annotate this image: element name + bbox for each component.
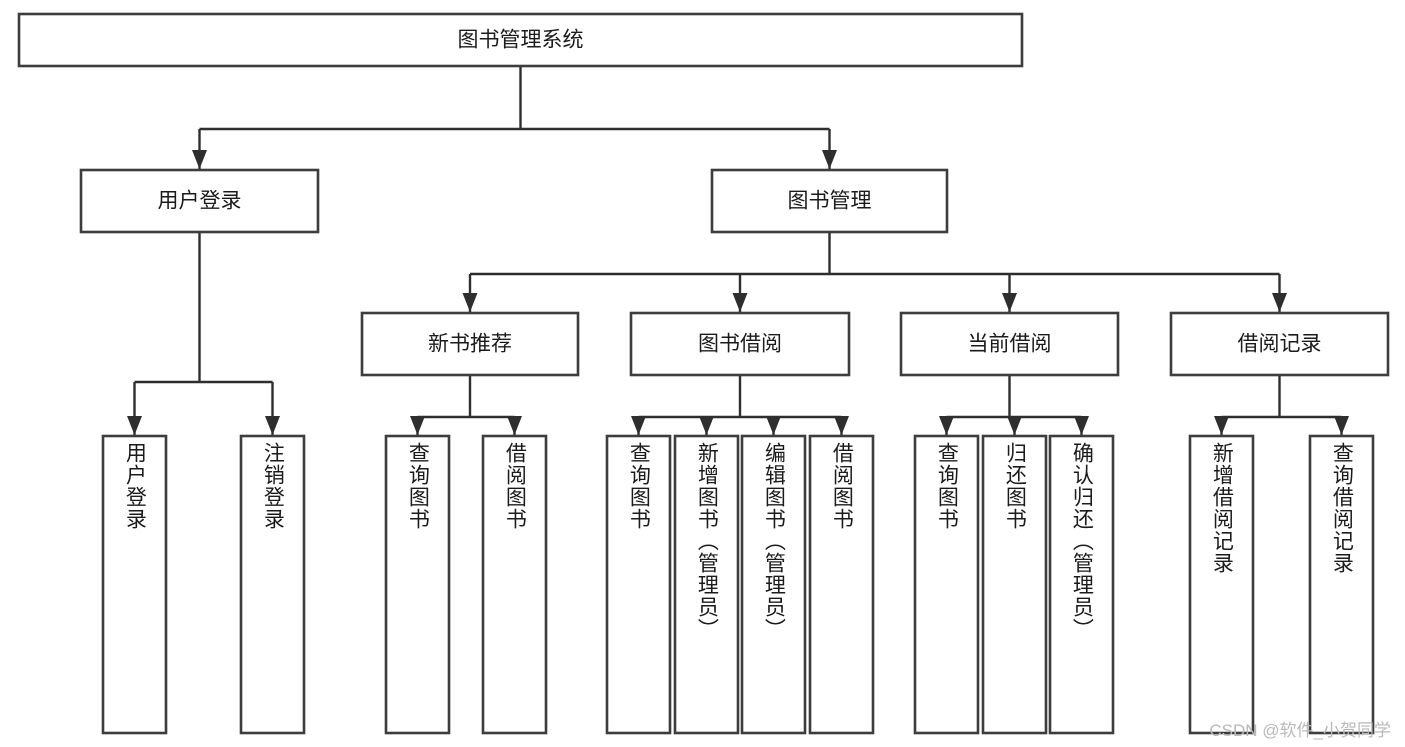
arrow-head-current-borrow-to-leaf-query-book-3 (939, 416, 954, 435)
node-leaf-query-book-2[interactable] (605, 434, 672, 735)
arrow-head-user-login-to-leaf-user-logout (265, 416, 280, 435)
node-borrow-record-label: 借阅记录 (1238, 333, 1322, 356)
arrow-head-book-manage-to-new-book-rec (462, 293, 478, 312)
node-book-manage-label: 图书管理 (788, 190, 872, 213)
arrow-head-current-borrow-to-leaf-confirm-return (1074, 416, 1089, 435)
arrow-head-user-login-to-leaf-user-login (127, 416, 142, 435)
node-leaf-borrow-book-1[interactable] (481, 434, 548, 735)
node-new-book-rec-label: 新书推荐 (428, 333, 512, 356)
node-current-borrow[interactable] (899, 311, 1120, 377)
node-root-label: 图书管理系统 (458, 29, 584, 52)
node-leaf-user-logout[interactable] (239, 434, 306, 735)
node-leaf-borrow-book-2[interactable] (808, 434, 875, 735)
node-book-borrow[interactable] (629, 311, 851, 377)
arrow-head-book-borrow-to-leaf-edit-book (766, 416, 781, 435)
node-leaf-query-book-1[interactable] (384, 434, 451, 735)
arrow-head-root-to-user-login (192, 150, 207, 169)
arrow-head-new-book-rec-to-leaf-borrow-book-1 (507, 416, 522, 435)
arrow-head-current-borrow-to-leaf-return-book (1007, 416, 1022, 435)
node-leaf-return-book[interactable] (981, 434, 1048, 735)
node-leaf-add-record[interactable] (1188, 434, 1255, 735)
node-current-borrow-label: 当前借阅 (968, 333, 1052, 356)
arrow-head-root-to-book-manage (822, 150, 837, 169)
arrow-head-borrow-record-to-leaf-add-record (1214, 416, 1229, 435)
node-leaf-add-book[interactable] (673, 434, 740, 735)
arrow-head-book-borrow-to-leaf-borrow-book-2 (834, 416, 849, 435)
arrow-head-new-book-rec-to-leaf-query-book-1 (410, 416, 425, 435)
arrow-head-book-manage-to-borrow-record (1272, 293, 1287, 312)
node-book-manage[interactable] (710, 168, 949, 234)
arrow-head-book-manage-to-current-borrow (1002, 293, 1017, 312)
node-new-book-rec[interactable] (360, 311, 580, 377)
node-book-borrow-label: 图书借阅 (698, 333, 782, 356)
arrow-head-book-borrow-to-leaf-query-book-2 (631, 416, 646, 435)
node-user-login[interactable] (79, 168, 320, 234)
arrow-head-book-manage-to-book-borrow (732, 293, 748, 312)
node-leaf-edit-book[interactable] (740, 434, 807, 735)
node-leaf-user-login[interactable] (101, 434, 168, 735)
node-user-login-label: 用户登录 (158, 190, 242, 213)
connectors-layer (127, 66, 1349, 435)
arrow-head-book-borrow-to-leaf-add-book (699, 416, 714, 435)
node-leaf-confirm-return[interactable] (1048, 434, 1115, 735)
node-borrow-record[interactable] (1169, 311, 1390, 377)
node-leaf-query-record[interactable] (1308, 434, 1375, 735)
node-root[interactable] (17, 12, 1024, 68)
node-leaf-query-book-3[interactable] (913, 434, 980, 735)
arrow-head-borrow-record-to-leaf-query-record (1334, 416, 1349, 435)
